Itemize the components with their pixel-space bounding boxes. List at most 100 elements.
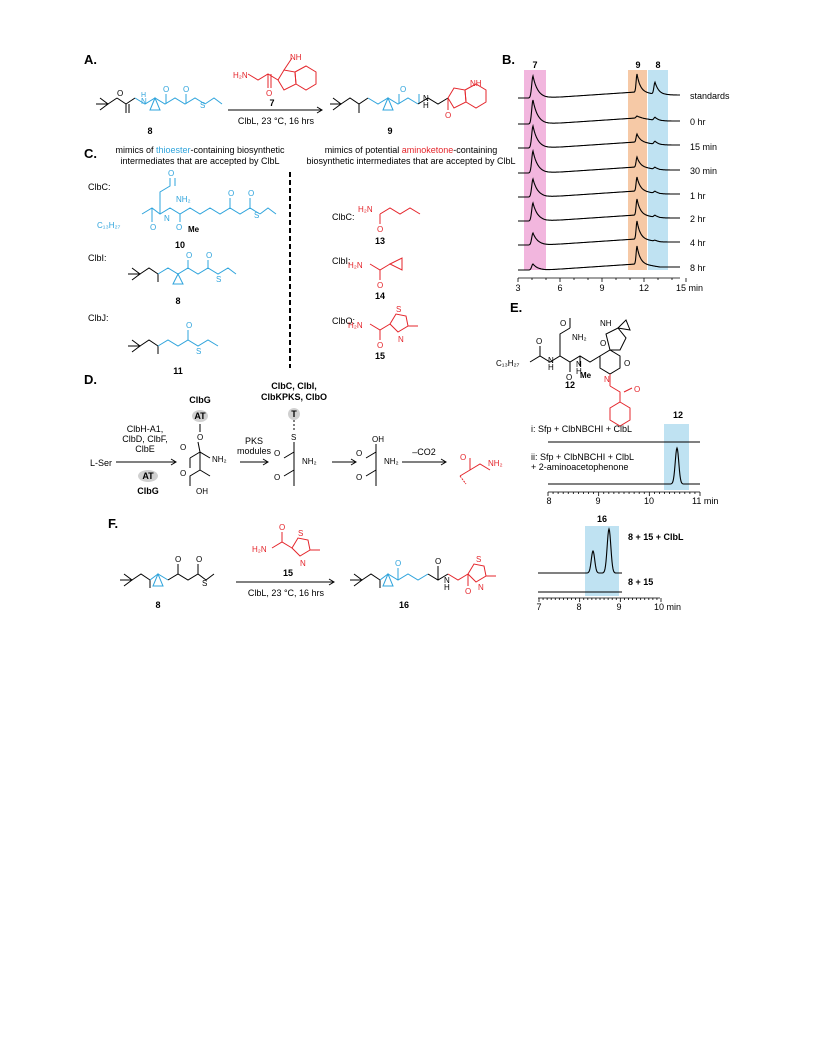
svg-text:S: S: [202, 579, 207, 588]
panel-e-x-ticks: [547, 492, 701, 496]
clbg-top-label: ClbG: [189, 395, 211, 405]
chain-label-10: C₁₃H₂₇: [97, 221, 121, 230]
panel-label-c: C.: [84, 146, 97, 161]
svg-text:O: O: [445, 111, 451, 120]
svg-text:O: O: [465, 587, 471, 596]
svg-text:O: O: [460, 453, 466, 462]
svg-text:OH: OH: [372, 435, 384, 444]
trace-label-15min: 15 min: [690, 142, 718, 152]
svg-text:O: O: [356, 473, 362, 482]
panel-e-tick-8: 8: [546, 496, 552, 506]
svg-text:O: O: [168, 169, 174, 178]
svg-text:O: O: [624, 359, 630, 368]
me-label: Me: [188, 225, 200, 234]
svg-text:S: S: [476, 555, 481, 564]
compound-13-structure: [379, 207, 421, 224]
trace-label-standards: standards: [690, 91, 730, 101]
panel-f-tick-7: 7: [536, 602, 542, 612]
panel-e-trace-ii-line2: + 2-aminoacetophenone: [531, 462, 629, 472]
hplc-trace-6: [518, 220, 680, 246]
reagent-15-number-f: 15: [282, 568, 293, 578]
svg-text:NH₂: NH₂: [302, 457, 317, 466]
panel-f-trace-bottom: 8 + 15: [628, 577, 654, 587]
svg-text:H₂N: H₂N: [348, 321, 363, 330]
panel-e-trace-ii-line1: ii: Sfp + ClbNBCHI + ClbL: [531, 452, 635, 462]
peak-label-9: 9: [635, 60, 641, 70]
reagent-7-number: 7: [269, 98, 275, 108]
svg-text:O: O: [566, 373, 572, 382]
at-badge-label-top: AT: [194, 411, 206, 421]
svg-text:O: O: [634, 385, 640, 394]
svg-text:O: O: [206, 251, 212, 260]
panel-e-tick-10: 10: [643, 496, 654, 506]
svg-text:O: O: [600, 339, 606, 348]
compound-14-structure: [369, 257, 403, 280]
svg-text:H₂N: H₂N: [358, 205, 373, 214]
t-badge: [288, 408, 300, 420]
svg-text:S: S: [298, 529, 303, 538]
panel-label-b: B.: [502, 52, 515, 67]
svg-text:O: O: [163, 85, 169, 94]
l-ser-label: L-Ser: [90, 458, 113, 468]
hplc-trace-4: [518, 176, 680, 198]
svg-text:S: S: [396, 305, 401, 314]
panel-e-trace-i: i: Sfp + ClbNBCHI + ClbL: [531, 424, 633, 434]
svg-text:NH: NH: [290, 53, 302, 62]
svg-text:O: O: [150, 223, 156, 232]
svg-text:S: S: [196, 347, 201, 356]
svg-text:H: H: [141, 92, 146, 99]
svg-text:N: N: [478, 583, 484, 592]
enzyme-label-clbi-right: ClbI:: [332, 256, 351, 266]
compound-7-structure: [247, 57, 317, 91]
hplc-trace-1: [518, 99, 680, 125]
svg-text:O: O: [435, 557, 441, 566]
panel-f-trace-top: [538, 527, 622, 574]
enzyme-label-clbi-left: ClbI:: [88, 253, 107, 263]
hplc-trace-2: [518, 123, 680, 149]
aminoketone-structure: [459, 458, 491, 485]
panel-f-tick-8: 8: [576, 602, 582, 612]
compound-10-structure: [141, 178, 277, 222]
t-tethered-structure: [283, 420, 295, 486]
svg-text:H: H: [423, 101, 429, 110]
compound-10-number: 10: [174, 240, 185, 250]
right-enzymes-2: ClbKPKS, ClbO: [260, 392, 327, 402]
svg-text:Me: Me: [580, 371, 592, 380]
highlight-12: [664, 424, 689, 490]
svg-text:O: O: [279, 523, 285, 532]
svg-text:O: O: [395, 559, 401, 568]
t-badge-label: T: [291, 409, 297, 419]
svg-text:N: N: [576, 360, 582, 369]
panel-c-right-header: mimics of potential aminoketone-containi…: [306, 145, 516, 166]
compound-16-structure: [350, 563, 496, 588]
compound-9-structure: [330, 83, 487, 113]
svg-text:N: N: [398, 335, 404, 344]
compound-8-number-c: 8: [175, 296, 181, 306]
highlight-9: [628, 70, 647, 270]
panel-f-tick-9: 9: [616, 602, 622, 612]
svg-text:NH: NH: [470, 79, 482, 88]
panel-e-tick-9: 9: [595, 496, 601, 506]
svg-text:NH: NH: [600, 319, 612, 328]
product-9-number: 9: [387, 126, 393, 136]
svg-text:N: N: [444, 576, 450, 585]
svg-text:N: N: [423, 94, 429, 103]
at-badge-top: [192, 410, 208, 422]
enzymes-line-3: ClbE: [135, 444, 155, 454]
peak-label-7: 7: [532, 60, 538, 70]
panel-e-tick-11: 11 min: [692, 496, 719, 506]
panel-label-a: A.: [84, 52, 97, 67]
svg-text:O: O: [560, 319, 566, 328]
compound-13-number: 13: [374, 236, 385, 246]
hplc-trace-3: [518, 148, 680, 174]
panel-f-conditions: ClbL, 23 °C, 16 hrs: [247, 588, 325, 598]
svg-text:O: O: [186, 251, 192, 260]
trace-label-8hr: 8 hr: [690, 263, 706, 273]
x-tick-9: 9: [599, 283, 605, 293]
svg-text:N: N: [300, 559, 306, 568]
x-tick-15: 15 min: [676, 283, 704, 293]
